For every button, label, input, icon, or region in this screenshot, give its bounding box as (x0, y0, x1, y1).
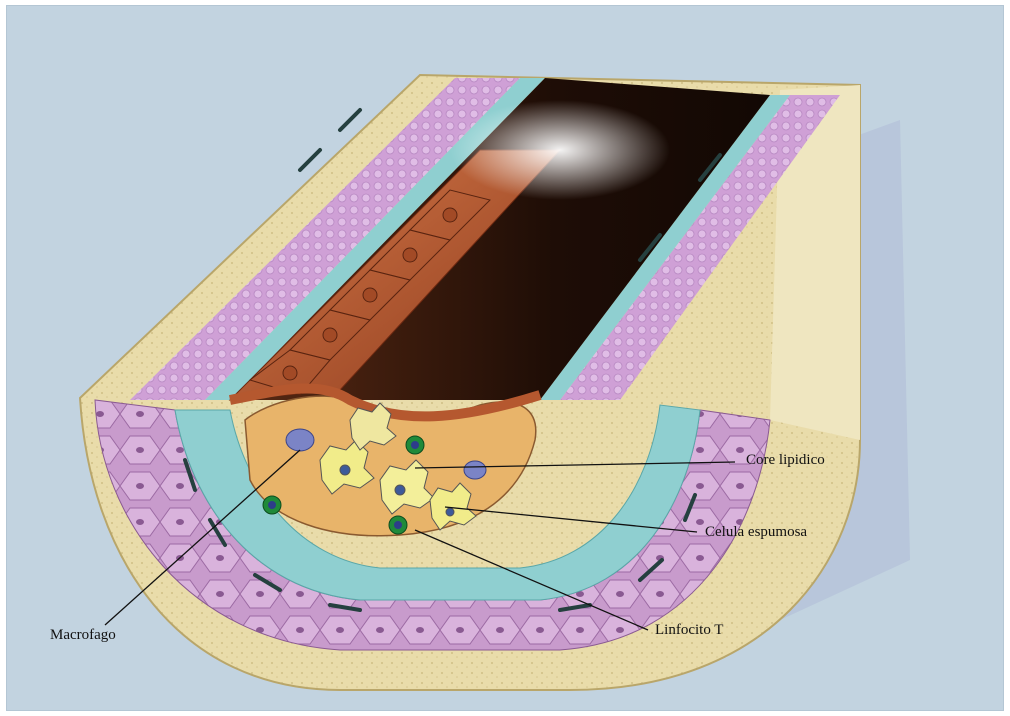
macrophage-cell-2 (464, 461, 486, 479)
label-core-lipidico: Core lipidico (746, 452, 825, 469)
label-macrofago: Macrofago (50, 627, 116, 644)
smoke-effect (450, 100, 670, 200)
macrophage-cell (286, 429, 314, 451)
label-linfocito-t: Linfocito T (655, 622, 723, 639)
label-celula-espumosa: Celula espumosa (705, 524, 807, 541)
